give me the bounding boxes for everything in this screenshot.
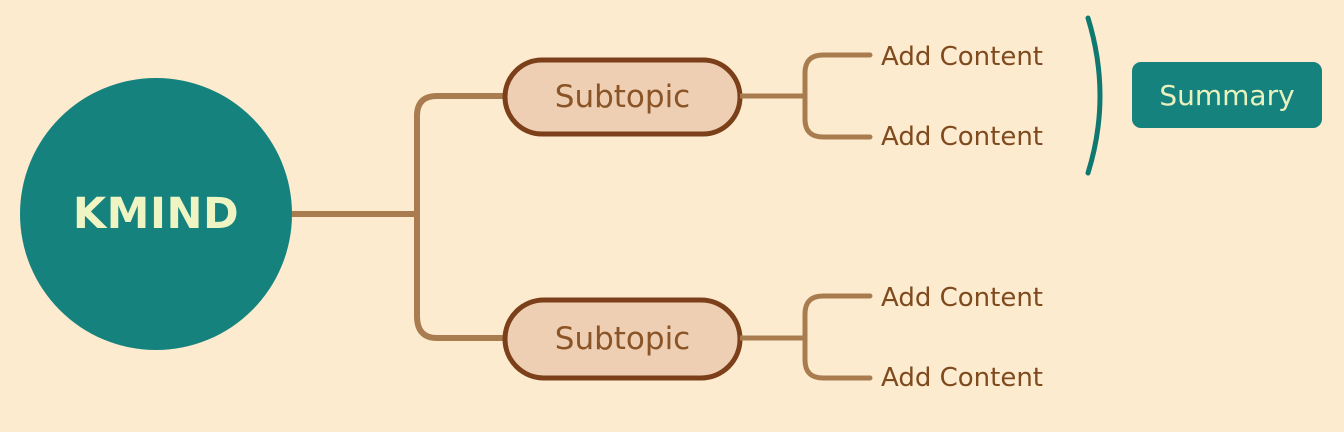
connector-bracket-2	[802, 293, 873, 381]
subtopic-node-1[interactable]	[502, 57, 743, 137]
summary-node[interactable]	[1132, 62, 1322, 128]
root-node[interactable]	[20, 78, 292, 350]
connector-fork-to-subtopics	[414, 93, 508, 341]
subtopic-node-2[interactable]	[502, 297, 743, 381]
connector-bracket-1	[802, 52, 873, 140]
summary-brace-icon	[1085, 15, 1103, 176]
